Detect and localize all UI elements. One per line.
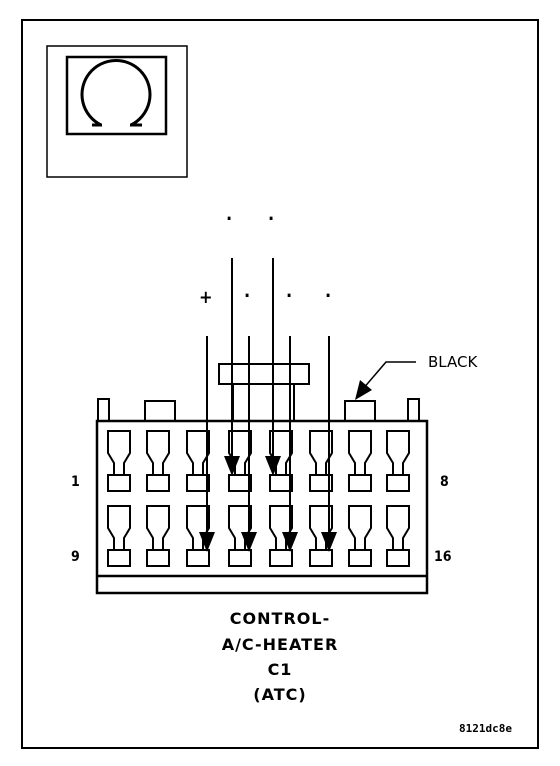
wire-lower-4 xyxy=(321,336,337,552)
pin-cavity-bottom-7 xyxy=(348,505,372,567)
connector-title-line-4: (ATC) xyxy=(253,685,307,704)
upper-mark-2: . xyxy=(268,204,275,225)
pin-label-8: 8 xyxy=(440,474,449,490)
pin-cavity-top-7 xyxy=(348,430,372,492)
pin-cavity-top-1 xyxy=(107,430,131,492)
figure-id: 8121dc8e xyxy=(459,722,512,735)
pin-cavity-bottom-2 xyxy=(146,505,170,567)
pin-cavity-bottom-3 xyxy=(186,505,210,567)
connector-body xyxy=(95,363,429,595)
pin-cavity-top-6 xyxy=(309,430,333,492)
wire-lower-3 xyxy=(282,336,298,552)
upper-mark-1: . xyxy=(226,204,233,225)
outer-frame xyxy=(21,19,539,749)
pin-label-9: 9 xyxy=(71,549,80,565)
pin-cavity-top-3 xyxy=(186,430,210,492)
pin-label-16: 16 xyxy=(434,549,452,565)
pin-cavity-bottom-4 xyxy=(228,505,252,567)
pin-cavity-top-5 xyxy=(269,430,293,492)
connector-title-line-3: C1 xyxy=(267,660,293,679)
pin-cavity-bottom-1 xyxy=(107,505,131,567)
pin-label-1: 1 xyxy=(71,474,80,490)
lower-mark-2: . xyxy=(244,281,251,302)
lower-mark-4: . xyxy=(325,281,332,302)
connector-title-line-2: A/C-HEATER xyxy=(221,635,339,654)
color-leader xyxy=(355,361,416,400)
pin-cavity-top-8 xyxy=(386,430,410,492)
pin-cavity-bottom-8 xyxy=(386,505,410,567)
connector-view-icon xyxy=(46,45,188,178)
connector-color-label: BLACK xyxy=(428,353,478,371)
connector-title-line-1: CONTROL- xyxy=(229,609,331,628)
wire-upper-1 xyxy=(224,258,240,476)
lower-mark-3: . xyxy=(286,281,293,302)
pin-cavity-bottom-6 xyxy=(309,505,333,567)
wire-upper-2 xyxy=(265,258,281,476)
pin-cavity-top-2 xyxy=(146,430,170,492)
pin-cavity-bottom-5 xyxy=(269,505,293,567)
wire-lower-1 xyxy=(199,336,215,552)
lower-mark-plus: + xyxy=(199,287,213,308)
pin-cavities xyxy=(107,430,410,567)
wire-leads xyxy=(199,258,337,552)
wire-lower-2 xyxy=(241,336,257,552)
